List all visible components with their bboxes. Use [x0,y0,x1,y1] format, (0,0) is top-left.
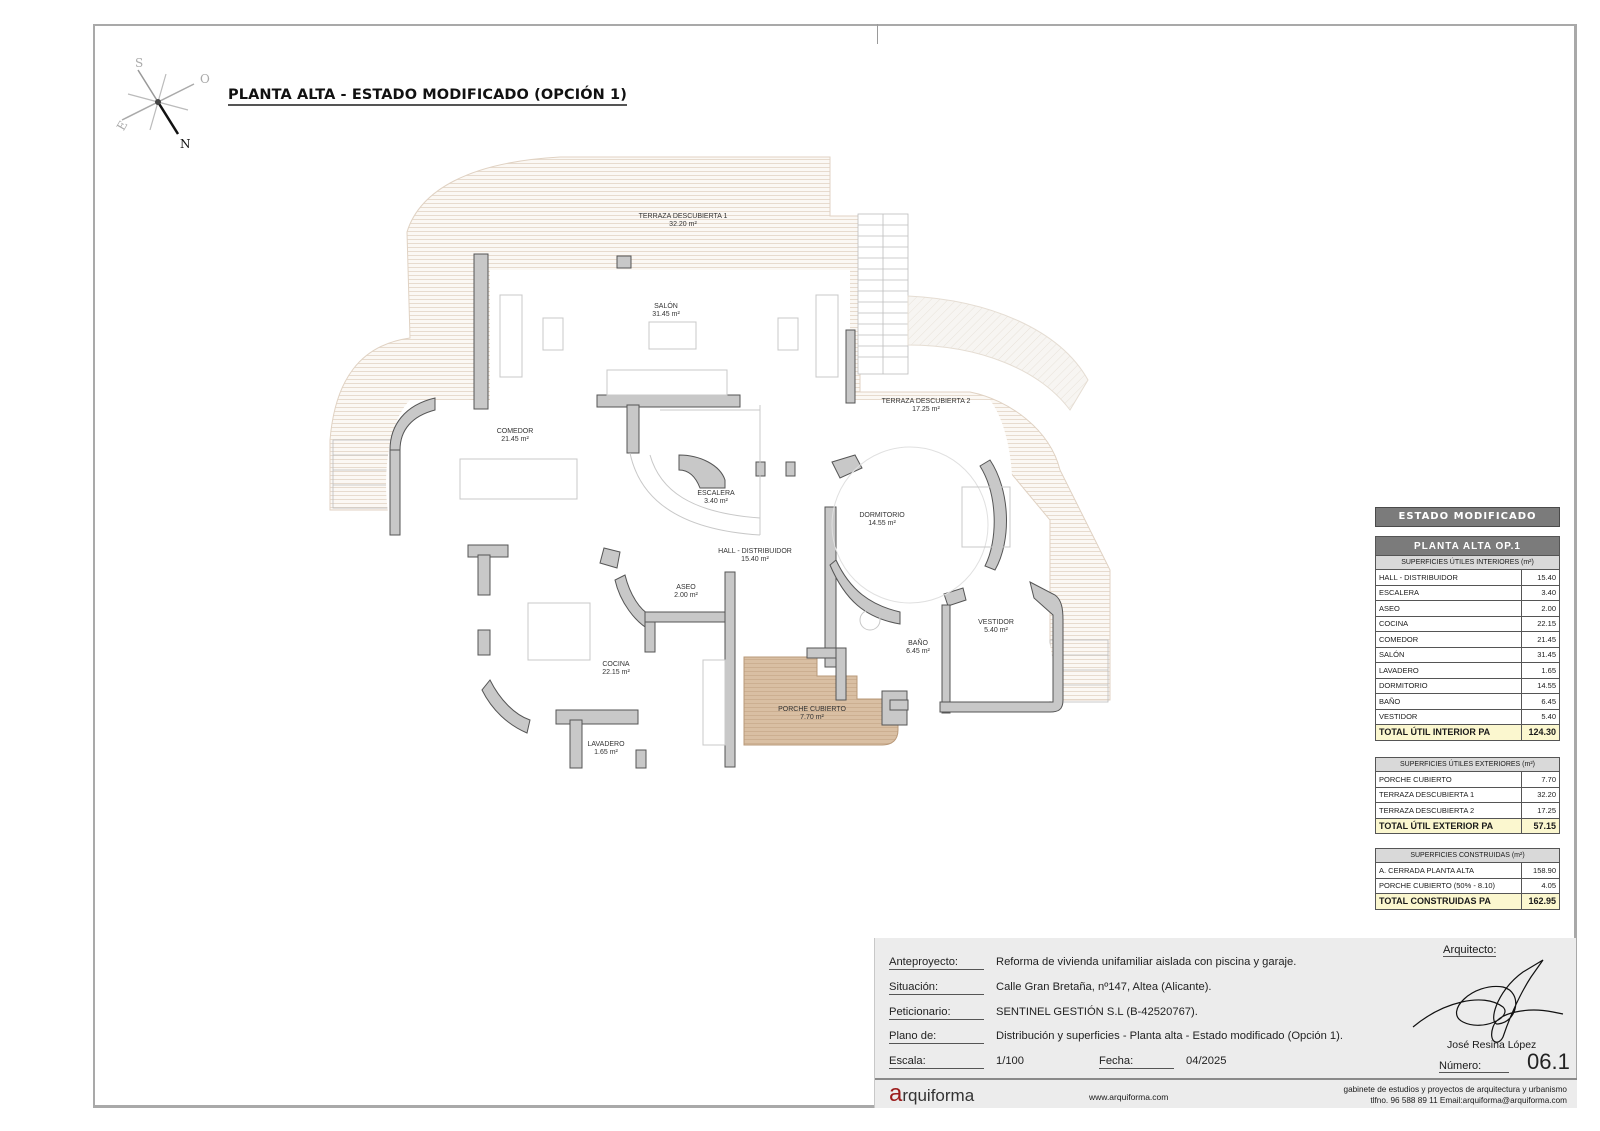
section-title: PLANTA ALTA OP.1 [1375,536,1560,556]
architect-name: José Resina López [1447,1039,1537,1051]
built-surfaces-table: SUPERFICIES CONSTRUIDAS (m²) A. CERRADA … [1375,848,1560,910]
sheet-center-mark [877,24,878,44]
architect-label: Arquitecto: [1443,944,1497,957]
compass-rose-icon: S O E N [114,56,210,150]
company-contact: gabinete de estudios y proyectos de arqu… [1343,1085,1567,1105]
table-caption: SUPERFICIES ÚTILES INTERIORES (m²) [1375,555,1560,570]
company-logo: arquiforma [889,1080,975,1107]
exterior-surfaces-table: SUPERFICIES ÚTILES EXTERIORES (m²) PORCH… [1375,757,1560,834]
table-caption: SUPERFICIES CONSTRUIDAS (m²) [1375,848,1560,863]
title-block: Anteproyecto:Reforma de vivienda unifami… [874,938,1577,1108]
compass-label-north: N [180,137,191,150]
interior-surfaces-table: PLANTA ALTA OP.1 SUPERFICIES ÚTILES INTE… [1375,536,1560,741]
compass-label-east: E [114,118,131,133]
title-block-footer: arquiforma www.arquiforma.com gabinete d… [875,1078,1577,1108]
summary-header: ESTADO MODIFICADO [1375,507,1560,527]
plan-title: PLANTA ALTA - ESTADO MODIFICADO (OPCIÓN … [228,87,627,106]
table-caption: SUPERFICIES ÚTILES EXTERIORES (m²) [1375,757,1560,772]
signature-icon [1412,959,1564,1043]
number-label: Número: [1439,1060,1509,1073]
table-row: PORCHE CUBIERTO (50% - 8.10)4.05 [1375,877,1560,894]
company-website: www.arquiforma.com [1089,1092,1169,1102]
compass-label-south: S [135,56,143,70]
compass-label-west: O [200,72,210,86]
sheet-number: 06.1 [1527,1049,1570,1074]
